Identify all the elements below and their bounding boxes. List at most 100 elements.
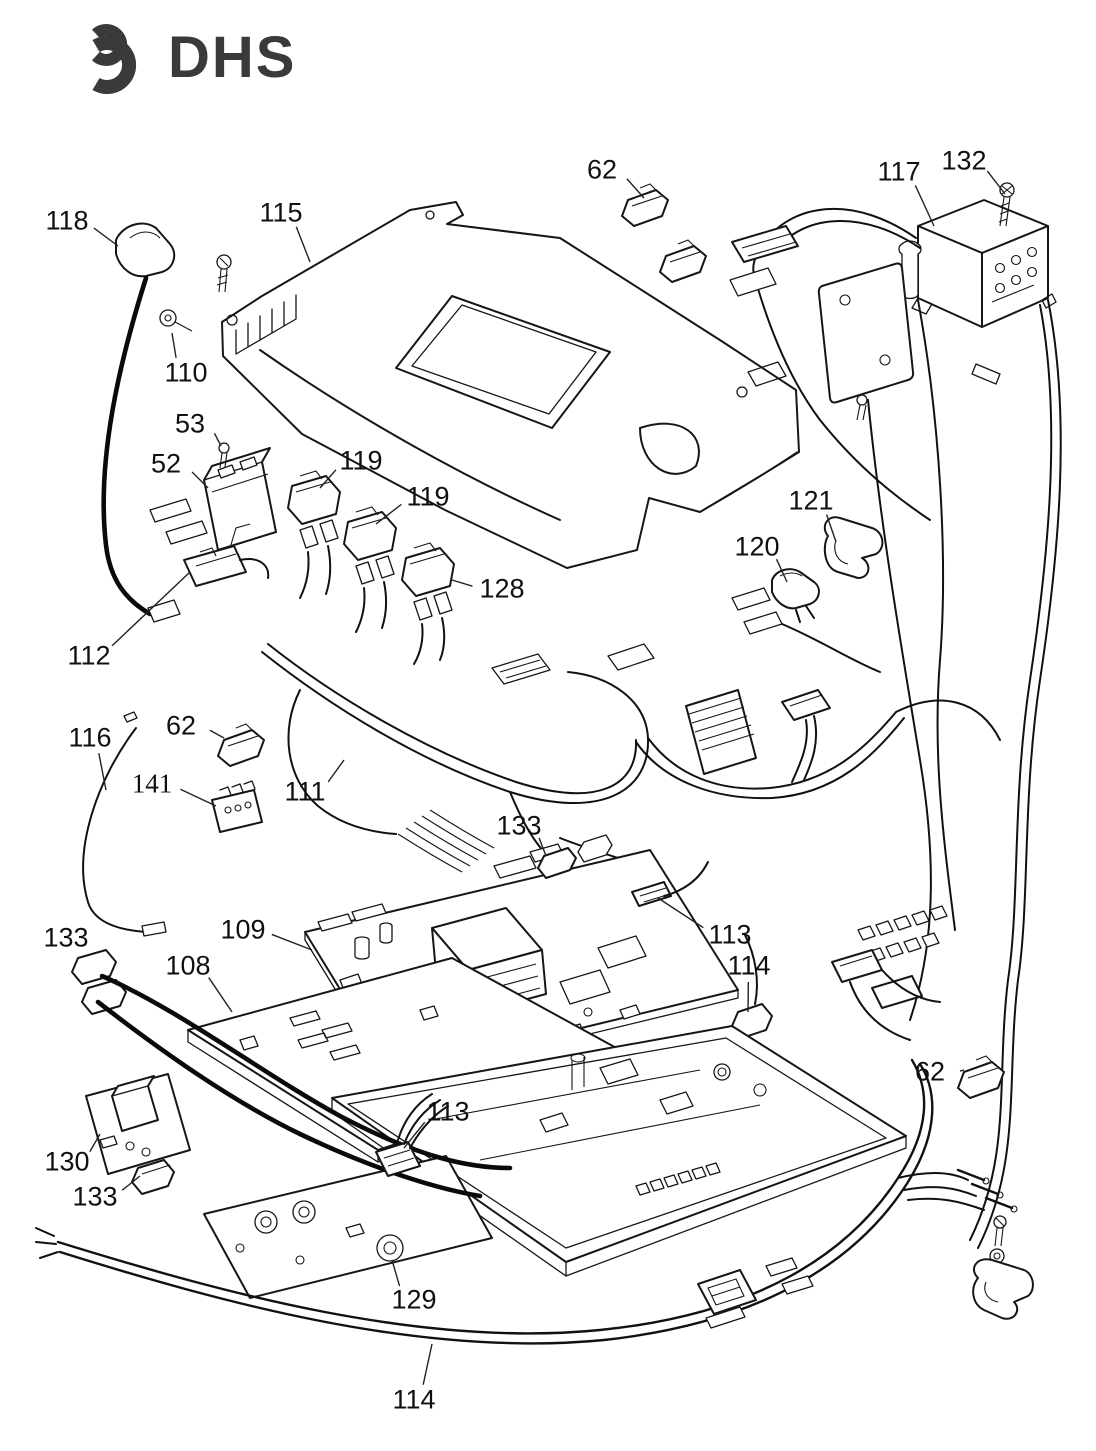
- part-label-114-bottom: 114: [392, 1384, 436, 1415]
- leader-line-113-bottom: [403, 1121, 426, 1149]
- clip-62-mid: [217, 723, 265, 767]
- leader-line-108: [208, 977, 233, 1013]
- part-label-132: 132: [941, 145, 987, 176]
- lamp-120: [731, 568, 881, 673]
- leader-line-121: [825, 514, 837, 543]
- part-label-133-left: 133: [43, 922, 89, 953]
- rocker-switch: [697, 1257, 814, 1329]
- part-label-115: 115: [259, 197, 303, 228]
- leader-line-52: [191, 471, 209, 489]
- leader-line-118: [93, 227, 119, 247]
- brand-logo-mark: [91, 24, 137, 94]
- leader-line-62-mid: [209, 729, 225, 739]
- clip-62-right: [957, 1055, 1005, 1099]
- part-label-129: 129: [391, 1284, 437, 1315]
- clamp-121: [823, 516, 884, 579]
- connector-113-right: [631, 861, 709, 907]
- connector-112: [149, 498, 270, 587]
- part-label-130: 130: [44, 1146, 90, 1177]
- part-label-108: 108: [165, 950, 211, 981]
- part-label-133-bottom: 133: [72, 1181, 118, 1212]
- clip-62-second: [659, 239, 707, 283]
- leader-line-112: [111, 571, 191, 647]
- fuse-holder-119-c: [401, 542, 455, 665]
- part-label-128: 128: [479, 573, 525, 604]
- part-label-118: 118: [45, 205, 89, 236]
- part-label-109: 109: [220, 914, 266, 945]
- clips-133-left: [71, 949, 513, 1199]
- part-label-119-b: 119: [406, 481, 450, 512]
- part-label-110: 110: [164, 357, 208, 388]
- clip-114-right: [731, 934, 773, 1039]
- leader-line-129: [391, 1259, 401, 1287]
- leader-line-132: [986, 170, 1006, 195]
- harness-main-111: [261, 643, 1001, 873]
- leader-line-53: [213, 432, 222, 447]
- leader-lines: [89, 170, 1006, 1385]
- relay-52: [203, 447, 277, 551]
- top-connector: [729, 225, 799, 297]
- leader-line-117: [914, 185, 935, 227]
- leader-line-115: [295, 226, 311, 263]
- part-label-62-mid: 62: [165, 710, 197, 741]
- top-cover-115: [221, 201, 800, 569]
- bottom-harness-114: [35, 1058, 985, 1345]
- leader-line-141: [180, 788, 217, 807]
- part-label-111: 111: [284, 776, 326, 807]
- leader-line-62-top: [626, 178, 645, 199]
- leader-line-111: [327, 759, 345, 783]
- pin-terminals: [956, 1168, 1018, 1213]
- pcb-129: [203, 1155, 493, 1299]
- screw-washer-clamp: [972, 1215, 1034, 1320]
- leader-line-113-right: [657, 897, 704, 929]
- connector-141: [211, 780, 263, 833]
- leader-line-119-b: [375, 503, 402, 525]
- part-label-113-bottom: 113: [426, 1096, 470, 1127]
- harness-right: [752, 208, 1062, 1249]
- leader-line-114-bottom: [422, 1343, 433, 1385]
- part-label-133-mid: 133: [496, 810, 542, 841]
- part-label-62-top: 62: [586, 154, 618, 185]
- part-label-120: 120: [734, 531, 780, 562]
- part-label-117: 117: [877, 156, 921, 187]
- leader-line-116: [98, 753, 107, 791]
- part-label-53: 53: [174, 408, 206, 439]
- transformer-117: [898, 199, 1057, 328]
- leader-line-128: [451, 579, 473, 587]
- part-label-116: 116: [68, 722, 112, 753]
- cover-screw: [216, 254, 232, 293]
- pcb-130: [85, 1073, 191, 1175]
- bottom-tray: [331, 1025, 907, 1277]
- fuse-holder-119-b: [343, 506, 397, 633]
- part-label-113-right: 113: [708, 919, 752, 950]
- part-label-141: 141: [131, 768, 173, 799]
- ring-terminal-110: [159, 309, 193, 332]
- part-label-62-right: 62: [914, 1056, 946, 1087]
- part-label-119-a: 119: [339, 445, 383, 476]
- part-label-114-right: 114: [727, 950, 771, 981]
- boot-118: [101, 222, 181, 623]
- part-label-112: 112: [67, 640, 111, 671]
- part-label-52: 52: [150, 448, 182, 479]
- brand-logo: DHS: [68, 22, 296, 94]
- connector-right-mid: [781, 689, 831, 783]
- leader-line-133-mid: [538, 837, 547, 857]
- leader-line-119-a: [319, 469, 337, 489]
- leader-line-120: [775, 558, 788, 583]
- leader-line-110: [171, 332, 177, 359]
- clip-133-mid: [537, 834, 613, 879]
- fuse-holder-119-a: [287, 470, 341, 599]
- clip-62-top: [621, 183, 669, 227]
- part-label-121: 121: [788, 485, 834, 516]
- connector-113-bottom: [375, 1093, 449, 1177]
- brand-logo-text: DHS: [168, 25, 297, 90]
- ribbed-connector: [685, 689, 757, 775]
- leader-line-109: [271, 933, 313, 951]
- right-terminal-cluster: [831, 905, 948, 1041]
- screw-132: [998, 182, 1015, 227]
- leader-line-130: [89, 1133, 101, 1152]
- leader-line-133-bottom: [121, 1175, 141, 1191]
- mounting-plate: [817, 262, 1001, 421]
